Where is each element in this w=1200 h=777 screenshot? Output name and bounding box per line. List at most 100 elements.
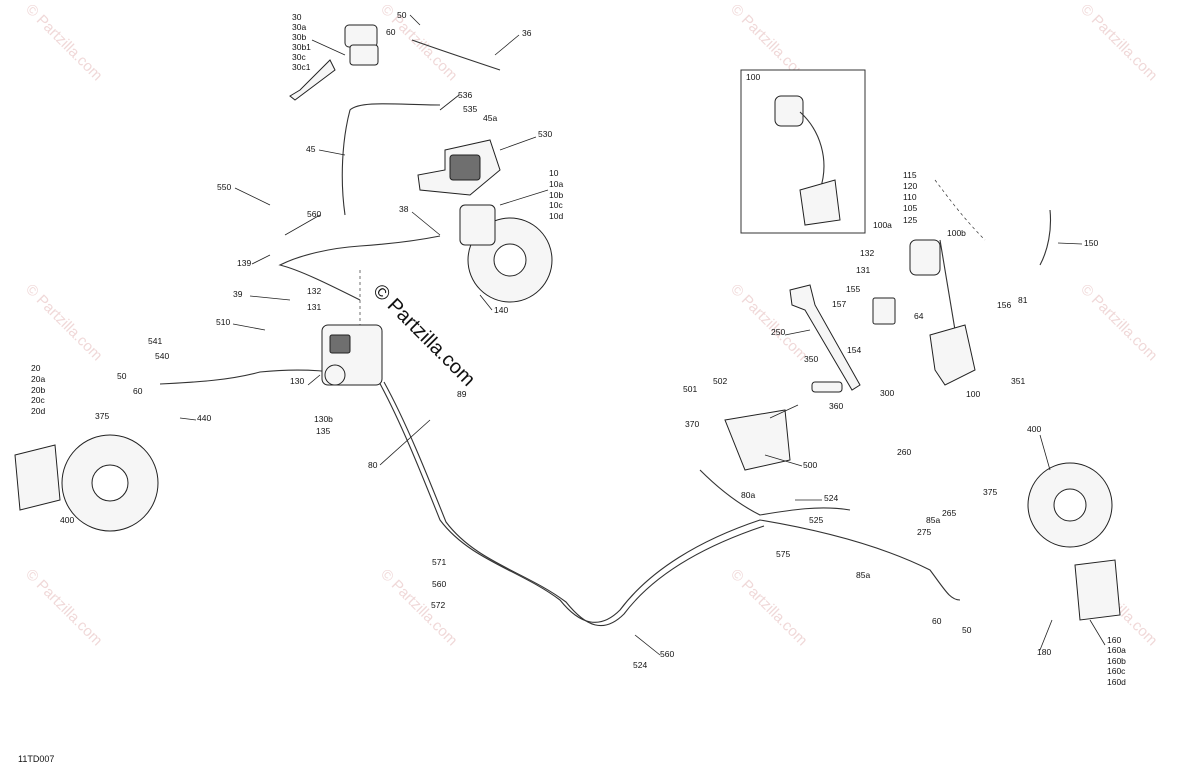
callout: 30b1 <box>292 42 311 52</box>
callout: 375 <box>95 411 109 421</box>
callout: 524 <box>824 493 838 503</box>
callout: 30 <box>292 12 302 22</box>
sensor-line-36 <box>411 39 501 71</box>
callout: 300 <box>880 388 894 398</box>
inset-box: 100 <box>740 69 866 234</box>
callout: 105 <box>903 203 917 213</box>
rear-master-cylinder <box>909 239 976 386</box>
callout: 20b <box>31 385 45 395</box>
callout: 85a <box>856 570 870 580</box>
master-cylinder <box>289 24 379 101</box>
brake-lines <box>159 39 1052 627</box>
callout: 100b <box>947 228 966 238</box>
callout: 160 <box>1107 635 1121 645</box>
callout: 375 <box>983 487 997 497</box>
watermark: © Partzilla.com <box>1077 281 1160 364</box>
watermark: © Partzilla.com <box>1077 1 1160 84</box>
callout: 156 <box>997 300 1011 310</box>
callout: 571 <box>432 557 446 567</box>
callout: 360 <box>829 401 843 411</box>
callout: 60 <box>133 386 143 396</box>
callout: 20c <box>31 395 45 405</box>
callout: 89 <box>457 389 467 399</box>
callout: 572 <box>431 600 445 610</box>
watermark: © Partzilla.com <box>22 281 105 364</box>
callout: 140 <box>494 305 508 315</box>
callout: 139 <box>237 258 251 268</box>
callout: 250 <box>771 327 785 337</box>
callout: 265 <box>942 508 956 518</box>
bracket-500 <box>724 409 791 471</box>
callout: 560 <box>307 209 321 219</box>
callout: 260 <box>897 447 911 457</box>
callout: 536 <box>458 90 472 100</box>
callout: 132 <box>307 286 321 296</box>
callout: 131 <box>307 302 321 312</box>
callout: 370 <box>685 419 699 429</box>
callout: 64 <box>914 311 924 321</box>
callout: 10d <box>549 211 563 221</box>
callout: 154 <box>847 345 861 355</box>
module-155 <box>872 297 896 325</box>
callout: 541 <box>148 336 162 346</box>
callout: 30a <box>292 22 306 32</box>
callout: 20 <box>31 363 41 373</box>
callout: 157 <box>832 299 846 309</box>
callout: 80 <box>368 460 378 470</box>
callout: 36 <box>522 28 532 38</box>
brake-pedal <box>789 284 861 393</box>
callout: 45a <box>483 113 497 123</box>
callout: 30c1 <box>292 62 311 72</box>
callout: 275 <box>917 527 931 537</box>
callout: 60 <box>386 27 396 37</box>
reservoir-hose <box>939 239 956 331</box>
callout: 440 <box>197 413 211 423</box>
callout: 575 <box>776 549 790 559</box>
callout: 10a <box>549 179 563 189</box>
callout: 60 <box>932 616 942 626</box>
callout: 550 <box>217 182 231 192</box>
callout: 351 <box>1011 376 1025 386</box>
callout: 20d <box>31 406 45 416</box>
callout: 130b <box>314 414 333 424</box>
watermark: © Partzilla.com <box>727 566 810 649</box>
callout: 150 <box>1084 238 1098 248</box>
callout: 160c <box>1107 666 1126 676</box>
callout: 501 <box>683 384 697 394</box>
callout: 10 <box>549 168 559 178</box>
master-line <box>341 103 441 216</box>
leader-lines <box>179 14 1106 656</box>
main-brake-line <box>377 379 961 623</box>
callout: 155 <box>846 284 860 294</box>
sensor-line-150 <box>1039 209 1052 266</box>
rear-line <box>699 469 851 516</box>
callout: 110 <box>903 192 917 202</box>
main-brake-line-b <box>383 381 765 627</box>
watermark: © Partzilla.com <box>22 566 105 649</box>
callout: 130 <box>290 376 304 386</box>
rear-right-caliper-disc <box>1027 462 1121 621</box>
front-upper-line <box>278 235 441 301</box>
callout: 38 <box>399 204 409 214</box>
center-watermark: © Partzilla.com <box>368 280 479 391</box>
abs-module <box>321 324 383 386</box>
inset-title: 100 <box>746 72 760 82</box>
callout: 30c <box>292 52 306 62</box>
callout: 525 <box>809 515 823 525</box>
callout: 50 <box>962 625 972 635</box>
callout: 530 <box>538 129 552 139</box>
callout: 400 <box>60 515 74 525</box>
front-right-caliper-disc <box>459 204 553 303</box>
callout: 132 <box>860 248 874 258</box>
callout: 50 <box>397 10 407 20</box>
callout: 10c <box>549 200 563 210</box>
callout: 125 <box>903 215 917 225</box>
callout: 120 <box>903 181 917 191</box>
dashed-guide <box>934 179 986 241</box>
callout: 81 <box>1018 295 1028 305</box>
callout: 560 <box>660 649 674 659</box>
bracket-530 <box>417 139 501 196</box>
front-left-caliper-disc <box>14 434 159 532</box>
callout: 350 <box>804 354 818 364</box>
